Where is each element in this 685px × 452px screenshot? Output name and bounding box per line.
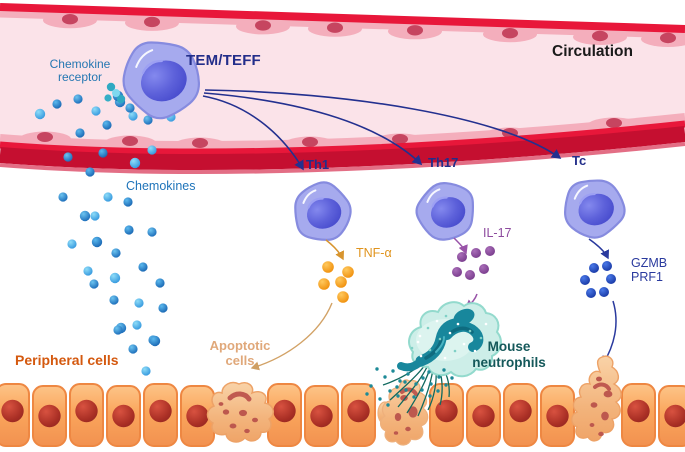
chemokine-receptor-icon — [104, 82, 126, 104]
neutrophil — [397, 301, 502, 378]
arrow-th1-to-tnf — [325, 239, 345, 261]
arrow-tc-to-gzmb — [588, 238, 610, 260]
arrow-tnf-to-apoptotic — [250, 302, 333, 371]
il17-dots — [452, 246, 495, 280]
tnf-dots — [318, 261, 354, 303]
apoptotic-cell-right — [571, 355, 622, 442]
apoptotic-cell-middle — [377, 379, 429, 446]
tem-fan-arrows — [202, 89, 562, 171]
arrow-tem-to-th1 — [202, 95, 304, 171]
neutrophil-granules — [410, 314, 488, 360]
arrow-gzmb-to-apoptotic — [602, 300, 617, 366]
apoptotic-cell-left — [206, 381, 274, 443]
blood-vessel — [0, 3, 685, 174]
lymphocytes — [122, 41, 626, 241]
gzmb-dots — [580, 261, 616, 298]
arrow-tem-to-th17 — [203, 92, 423, 166]
net-spray-dots — [365, 367, 454, 407]
epithelium — [0, 383, 685, 447]
apoptotic-blobs — [206, 355, 622, 446]
arrow-th17-to-il17 — [453, 237, 468, 255]
arrow-tem-to-tc — [204, 89, 562, 159]
